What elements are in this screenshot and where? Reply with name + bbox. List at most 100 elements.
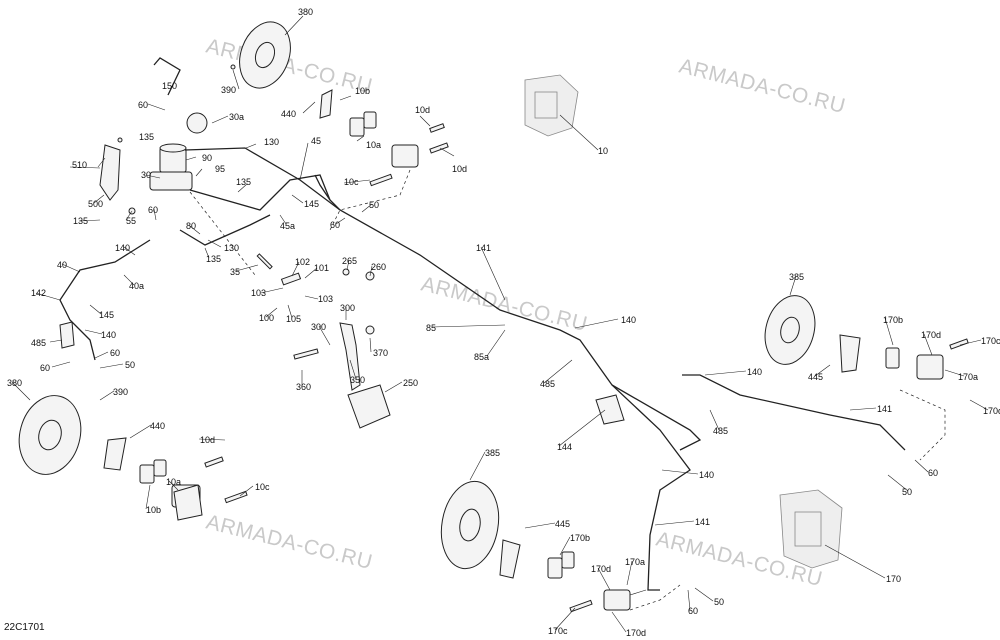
callout-142: 142 [31, 288, 46, 298]
callout-390-top: 390 [221, 85, 236, 95]
callout-50-d: 50 [714, 597, 724, 607]
callout-144: 144 [557, 442, 572, 452]
callout-140-c: 140 [621, 315, 636, 325]
callout-103-b: 103 [318, 294, 333, 304]
callout-170c-right: 170c [981, 336, 1000, 346]
callout-140-d: 140 [747, 367, 762, 377]
callout-10c-top: 10c [344, 177, 359, 187]
brake-disc-front-right [764, 295, 816, 365]
callout-170d-bottom-2: 170d [626, 628, 646, 638]
callout-50-a: 50 [369, 200, 379, 210]
callout-510: 510 [72, 160, 87, 170]
callout-40: 40 [57, 260, 67, 270]
callout-60-a: 60 [138, 100, 148, 110]
callout-80: 80 [186, 221, 196, 231]
callout-102: 102 [295, 257, 310, 267]
callout-35: 35 [230, 267, 240, 277]
master-cylinder [149, 112, 208, 191]
callout-170b-bottom: 170b [570, 533, 590, 543]
callout-30a: 30a [229, 112, 244, 122]
callout-10: 10 [598, 146, 608, 156]
callout-145-b: 145 [99, 310, 114, 320]
callout-45: 45 [311, 136, 321, 146]
callout-170c-bottom: 170c [548, 626, 568, 636]
callout-170: 170 [886, 574, 901, 584]
brake-disc-front-left [239, 21, 291, 89]
caliper-ghost-bottom [779, 489, 843, 569]
callout-50-b: 50 [125, 360, 135, 370]
callout-60-c: 60 [148, 205, 158, 215]
callout-50-c: 50 [902, 487, 912, 497]
callout-130-b: 130 [224, 243, 239, 253]
callout-45a: 45a [280, 221, 295, 231]
callout-10d-top-2: 10d [452, 164, 467, 174]
callout-55: 55 [126, 216, 136, 226]
brake-pedal [173, 322, 391, 521]
callout-350: 350 [350, 375, 365, 385]
callout-85a: 85a [474, 352, 489, 362]
callout-60-b: 60 [330, 220, 340, 230]
hardware [117, 64, 969, 613]
callout-385-right: 385 [789, 272, 804, 282]
callout-60-g: 60 [688, 606, 698, 616]
callout-170d-bottom-1: 170d [591, 564, 611, 574]
callout-445-right: 445 [808, 372, 823, 382]
callout-10a-top: 10a [366, 140, 381, 150]
callout-380-top: 380 [298, 7, 313, 17]
callout-170d-right-1: 170d [921, 330, 941, 340]
callout-100: 100 [259, 313, 274, 323]
callout-140-e: 140 [699, 470, 714, 480]
callout-60-d: 60 [110, 348, 120, 358]
callout-485-b: 485 [540, 379, 555, 389]
caliper-ghost-top [524, 74, 579, 137]
callout-130-a: 130 [264, 137, 279, 147]
callout-135-d: 135 [206, 254, 221, 264]
callout-390-left: 390 [113, 387, 128, 397]
callout-141-a: 141 [476, 243, 491, 253]
callout-170a-right: 170a [958, 372, 978, 382]
callout-10c-left: 10c [255, 482, 270, 492]
brackets [59, 89, 861, 579]
callout-40a: 40a [129, 281, 144, 291]
callout-141-c: 141 [695, 517, 710, 527]
callout-60-e: 60 [40, 363, 50, 373]
callout-380-left: 380 [7, 378, 22, 388]
callout-10d-top-1: 10d [415, 105, 430, 115]
callout-445-bottom: 445 [555, 519, 570, 529]
callout-300-b: 300 [311, 322, 326, 332]
callout-440-top: 440 [281, 109, 296, 119]
callout-10d-left: 10d [200, 435, 215, 445]
brake-disc-rear-left [18, 395, 82, 475]
callouts: 380 150 390 60 440 10b 30a 10d 10 135 13… [7, 7, 1000, 638]
callout-300-a: 300 [340, 303, 355, 313]
callout-135-c: 135 [73, 216, 88, 226]
callout-10b-top: 10b [355, 86, 370, 96]
callout-103-a: 103 [251, 288, 266, 298]
callout-360: 360 [296, 382, 311, 392]
callout-60-f: 60 [928, 468, 938, 478]
brake-pads [139, 111, 900, 579]
callout-140-b: 140 [101, 330, 116, 340]
callout-485-c: 485 [713, 426, 728, 436]
diagram-code: 22C1701 [4, 622, 45, 633]
brake-lines [59, 57, 906, 591]
callout-500: 500 [88, 199, 103, 209]
callout-10b-left: 10b [146, 505, 161, 515]
callout-250: 250 [403, 378, 418, 388]
callout-170b-right: 170b [883, 315, 903, 325]
callout-150: 150 [162, 81, 177, 91]
callout-145-a: 145 [304, 199, 319, 209]
callout-105: 105 [286, 314, 301, 324]
callout-90: 90 [202, 153, 212, 163]
callout-85: 85 [426, 323, 436, 333]
callout-135-b: 135 [236, 177, 251, 187]
callout-101: 101 [314, 263, 329, 273]
callout-95: 95 [215, 164, 225, 174]
callout-385-bottom: 385 [485, 448, 500, 458]
callout-370: 370 [373, 348, 388, 358]
callout-141-b: 141 [877, 404, 892, 414]
callout-10a-left: 10a [166, 477, 181, 487]
callout-260: 260 [371, 262, 386, 272]
